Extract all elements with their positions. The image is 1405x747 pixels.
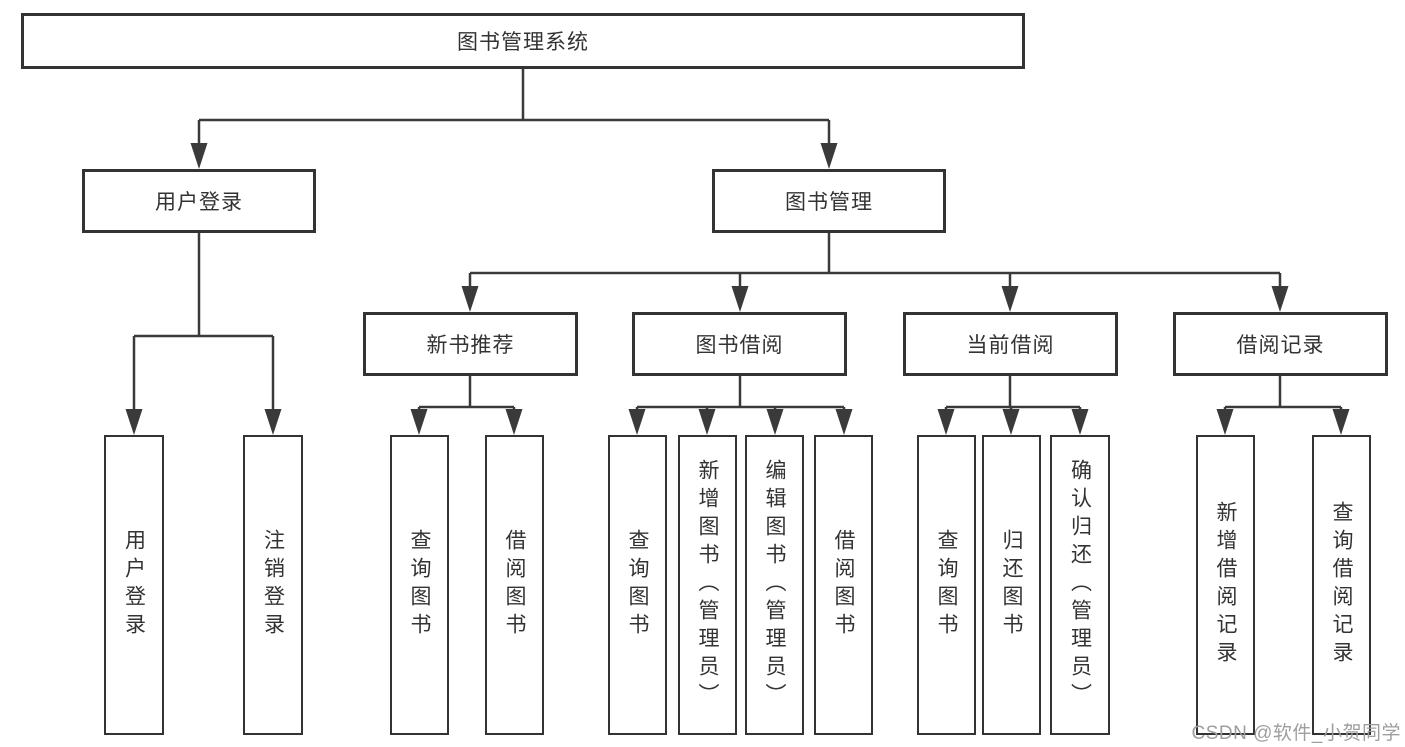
leaf-borrow-book: 借阅图书 xyxy=(814,435,873,735)
leaf-query-book-current: 查询图书 xyxy=(917,435,976,735)
node-new-book-recommend: 新书推荐 xyxy=(363,312,578,376)
leaf-logout: 注销登录 xyxy=(243,435,303,735)
node-library-management-system: 图书管理系统 xyxy=(21,13,1025,69)
leaf-query-book-borrowing: 查询图书 xyxy=(608,435,667,735)
leaf-user-login: 用户登录 xyxy=(104,435,164,735)
leaf-edit-book-admin: 编辑图书（管理员） xyxy=(745,435,804,735)
node-book-management: 图书管理 xyxy=(712,169,946,233)
leaf-add-book-admin: 新增图书（管理员） xyxy=(678,435,737,735)
leaf-add-borrow-record: 新增借阅记录 xyxy=(1196,435,1255,735)
leaf-query-book-recommend: 查询图书 xyxy=(390,435,449,735)
leaf-return-book: 归还图书 xyxy=(982,435,1041,735)
node-user-login: 用户登录 xyxy=(82,169,316,233)
leaf-query-borrow-record: 查询借阅记录 xyxy=(1312,435,1371,735)
node-current-borrowing: 当前借阅 xyxy=(903,312,1118,376)
node-borrowing-records: 借阅记录 xyxy=(1173,312,1388,376)
leaf-borrow-book-recommend: 借阅图书 xyxy=(485,435,544,735)
leaf-confirm-return-admin: 确认归还（管理员） xyxy=(1050,435,1110,735)
node-book-borrowing: 图书借阅 xyxy=(632,312,847,376)
